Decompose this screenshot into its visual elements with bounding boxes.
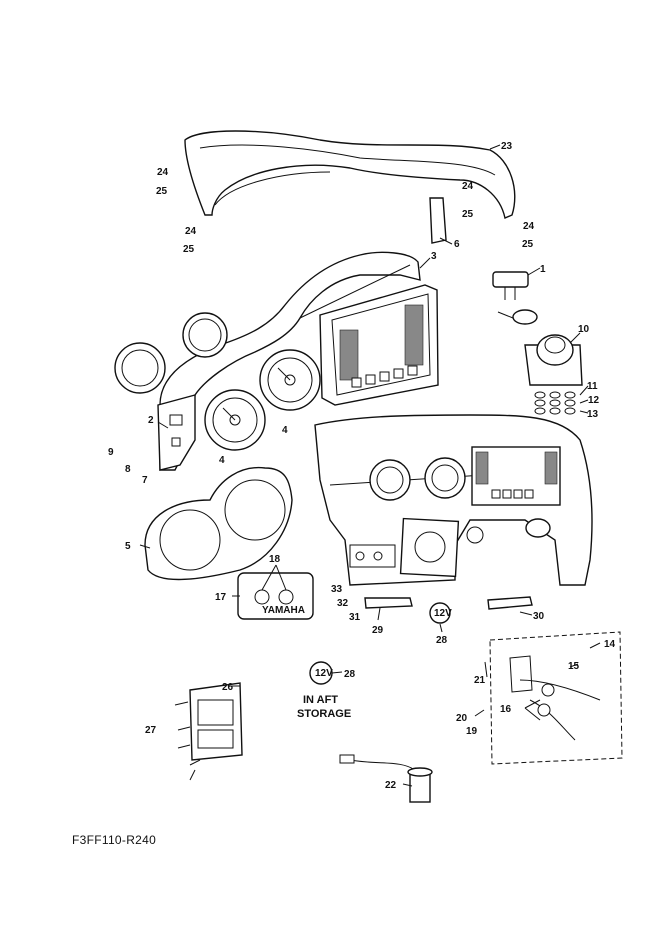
- callout-29: 29: [372, 625, 384, 636]
- callout-8: 8: [125, 464, 131, 475]
- gauge-bezel-frame-part: [144, 466, 293, 581]
- callout-14: 14: [604, 639, 616, 650]
- switch-panel-part: YAMAHA: [237, 572, 314, 620]
- panel-brand: YAMAHA: [262, 605, 305, 616]
- callout-numbers: 23 24 25 24 25 24 25 24 25 6 3 1 10 11 1…: [108, 141, 616, 791]
- callout-13: 13: [587, 409, 599, 420]
- callout-5: 5: [125, 541, 131, 552]
- callout-30: 30: [533, 611, 545, 622]
- note-line-1: IN AFT: [303, 694, 338, 706]
- socket-label-a: 12V: [434, 608, 452, 619]
- callout-18: 18: [269, 554, 281, 565]
- console-assembly: [314, 414, 593, 586]
- trim-panel-29: [364, 597, 413, 609]
- note-line-2: STORAGE: [297, 708, 351, 720]
- figure-code: F3FF110-R240: [72, 833, 157, 847]
- callout-25-b: 25: [462, 209, 474, 220]
- fuse-box-part: [189, 682, 243, 761]
- leader-lines: [139, 144, 601, 787]
- transducer-part: [339, 754, 433, 803]
- callout-27: 27: [145, 725, 157, 736]
- socket-part-28a: 12V: [429, 602, 452, 624]
- callout-9: 9: [108, 447, 114, 458]
- callout-19: 19: [466, 726, 478, 737]
- callout-15: 15: [568, 661, 580, 672]
- callout-21: 21: [474, 675, 486, 686]
- callout-25-d: 25: [522, 239, 534, 250]
- callout-24-a: 24: [157, 167, 169, 178]
- callout-25-a: 25: [156, 186, 168, 197]
- visor-part: [184, 130, 516, 219]
- display-unit-part: [319, 284, 439, 406]
- callout-24-b: 24: [462, 181, 474, 192]
- side-panel-part: [157, 394, 196, 471]
- callout-1: 1: [540, 264, 546, 275]
- callout-3: 3: [431, 251, 437, 262]
- clip-part: [429, 197, 447, 244]
- callout-22: 22: [385, 780, 397, 791]
- socket-part-28b: 12V: [309, 661, 333, 685]
- callout-10: 10: [578, 324, 590, 335]
- callout-11: 11: [587, 381, 598, 392]
- callout-4-b: 4: [219, 455, 225, 466]
- callout-4-a: 4: [282, 425, 288, 436]
- socket-label-b: 12V: [315, 668, 333, 679]
- callout-16: 16: [500, 704, 512, 715]
- gauge-speedometer-part: [259, 349, 321, 411]
- washers-11-13: [534, 391, 576, 415]
- callout-28-a: 28: [436, 635, 448, 646]
- wiring-kit-box: [489, 631, 623, 765]
- callout-28-b: 28: [344, 669, 356, 680]
- callout-33: 33: [331, 584, 343, 595]
- callout-31: 31: [349, 612, 361, 623]
- callout-2: 2: [148, 415, 154, 426]
- display-buttons: [351, 365, 418, 388]
- callout-12: 12: [588, 395, 600, 406]
- callout-26: 26: [222, 682, 234, 693]
- callout-23: 23: [501, 141, 513, 152]
- callout-17: 17: [215, 592, 227, 603]
- dash-cover-part: [159, 251, 421, 471]
- bezel-rings-part: [114, 312, 228, 394]
- callout-7: 7: [142, 475, 148, 486]
- callout-24-d: 24: [523, 221, 535, 232]
- callout-24-c: 24: [185, 226, 197, 237]
- callout-20: 20: [456, 713, 468, 724]
- gauge-tachometer-part: [204, 389, 266, 451]
- callout-6: 6: [454, 239, 460, 250]
- trim-panel-30: [487, 596, 533, 610]
- callout-25-c: 25: [183, 244, 195, 255]
- callout-32: 32: [337, 598, 349, 609]
- sensor-part: [492, 271, 538, 325]
- joystick-part: [524, 334, 583, 386]
- screws-27: [174, 701, 201, 766]
